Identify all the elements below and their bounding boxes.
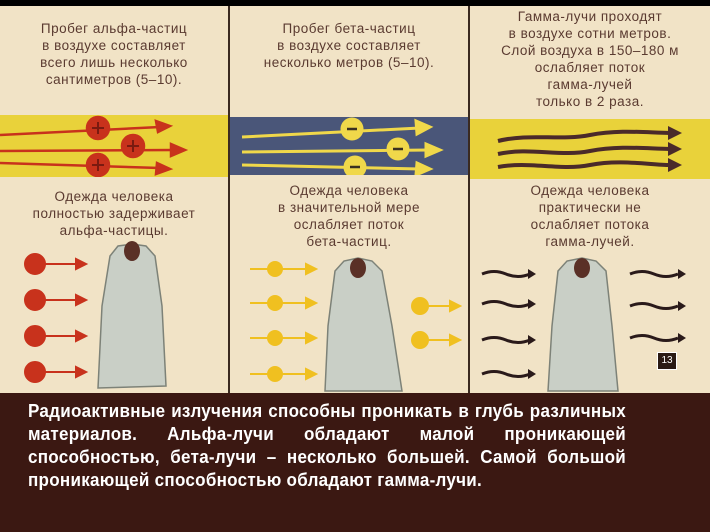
caption-text: Радиоактивные излучения способны проника… [28, 400, 626, 490]
text-line: ослабляет потока [530, 217, 650, 232]
text-line: Одежда человека [54, 189, 174, 204]
text-line: гамма-лучей. [545, 234, 635, 249]
text-line: только в 2 раза. [536, 94, 644, 109]
text-line: Одежда человека [530, 183, 650, 198]
gamma-air-band [470, 119, 710, 179]
alpha-range-text: Пробег альфа-частиц в воздухе составляет… [0, 20, 228, 88]
beta-coat-illustration [250, 257, 463, 392]
text-line: Гамма-лучи проходят [517, 9, 663, 24]
alpha-clothing-text: Одежда человека полностью задерживает ал… [0, 188, 228, 239]
top-border [0, 0, 710, 6]
text-line: Пробег альфа-частиц [40, 21, 188, 36]
gamma-clothing-text: Одежда человека практически не ослабляет… [470, 182, 710, 250]
text-line: несколько метров (5–10). [263, 55, 435, 70]
beta-range-text: Пробег бета-частиц в воздухе составляет … [230, 20, 468, 71]
beta-particles-icon [241, 117, 444, 175]
gamma-rays-icon [497, 126, 682, 172]
text-line: ослабляет поток [293, 217, 405, 232]
text-line: альфа-частицы. [59, 223, 169, 238]
alpha-air-band [0, 115, 228, 177]
text-line: гамма-лучей [547, 77, 633, 92]
text-line: в значительной мере [278, 200, 420, 215]
beta-air-band [230, 117, 468, 175]
alpha-column: Пробег альфа-частиц в воздухе составляет… [0, 6, 228, 393]
text-line: Слой воздуха в 150–180 м [501, 43, 679, 58]
text-line: в воздухе сотни метров. [508, 26, 672, 41]
column-divider [468, 6, 470, 393]
beta-clothing-text: Одежда человека в значительной мере осла… [230, 182, 468, 250]
beta-column: Пробег бета-частиц в воздухе составляет … [230, 6, 468, 393]
slide-number: 13 [657, 352, 677, 370]
text-line: всего лишь несколько [40, 55, 188, 70]
column-divider [228, 6, 230, 393]
text-line: сантиметров (5–10). [45, 72, 183, 87]
gamma-range-text: Гамма-лучи проходят в воздухе сотни метр… [470, 8, 710, 110]
caption-panel: Радиоактивные излучения способны проника… [0, 393, 710, 532]
text-line: в воздухе составляет [277, 38, 421, 53]
text-line: в воздухе составляет [42, 38, 186, 53]
text-line: практически не [538, 200, 642, 215]
alpha-particles-icon [0, 115, 189, 177]
text-line: ослабляет поток [534, 60, 646, 75]
alpha-coat-illustration [24, 241, 167, 389]
text-line: полностью задерживает [32, 206, 196, 221]
text-line: Пробег бета-частиц [282, 21, 416, 36]
text-line: бета-частиц. [306, 234, 392, 249]
gamma-column: Гамма-лучи проходят в воздухе сотни метр… [470, 6, 710, 393]
text-line: Одежда человека [289, 183, 409, 198]
gamma-coat-illustration [481, 257, 686, 392]
